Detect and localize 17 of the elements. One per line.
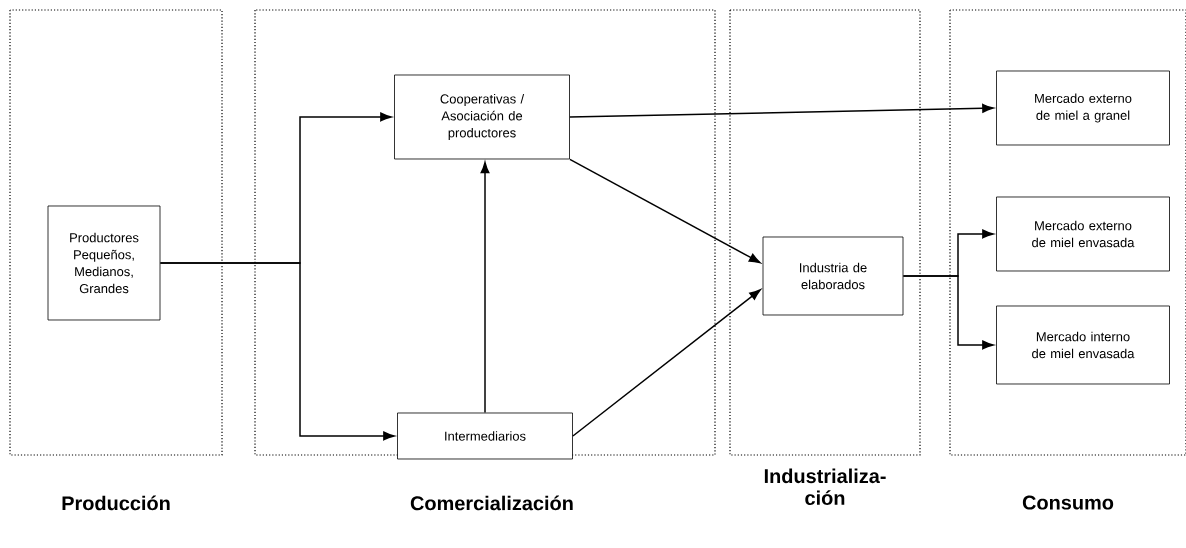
stage-heading: Producción (62, 495, 170, 511)
arrow (480, 161, 490, 414)
arrow (159, 262, 395, 441)
arrow (572, 289, 761, 437)
process-box: Mercado interno de miel envasada (996, 305, 1170, 385)
arrow (569, 158, 761, 264)
stage-heading: Comercialización (410, 495, 573, 511)
process-box: Mercado externo de miel a granel (996, 70, 1170, 146)
arrow (569, 103, 994, 118)
process-box: Industria de elaborados (762, 236, 904, 316)
process-box: Productores Pequeños, Medianos, Grandes (47, 205, 161, 321)
arrow (902, 275, 994, 350)
stage-heading: Consumo (1022, 495, 1114, 510)
process-box: Mercado externo de miel envasada (996, 196, 1170, 272)
process-box: Intermediarios (397, 412, 573, 460)
stage-heading: Industrializa- ción (764, 468, 886, 506)
process-box: Cooperativas / Asociación de productores (394, 74, 570, 160)
